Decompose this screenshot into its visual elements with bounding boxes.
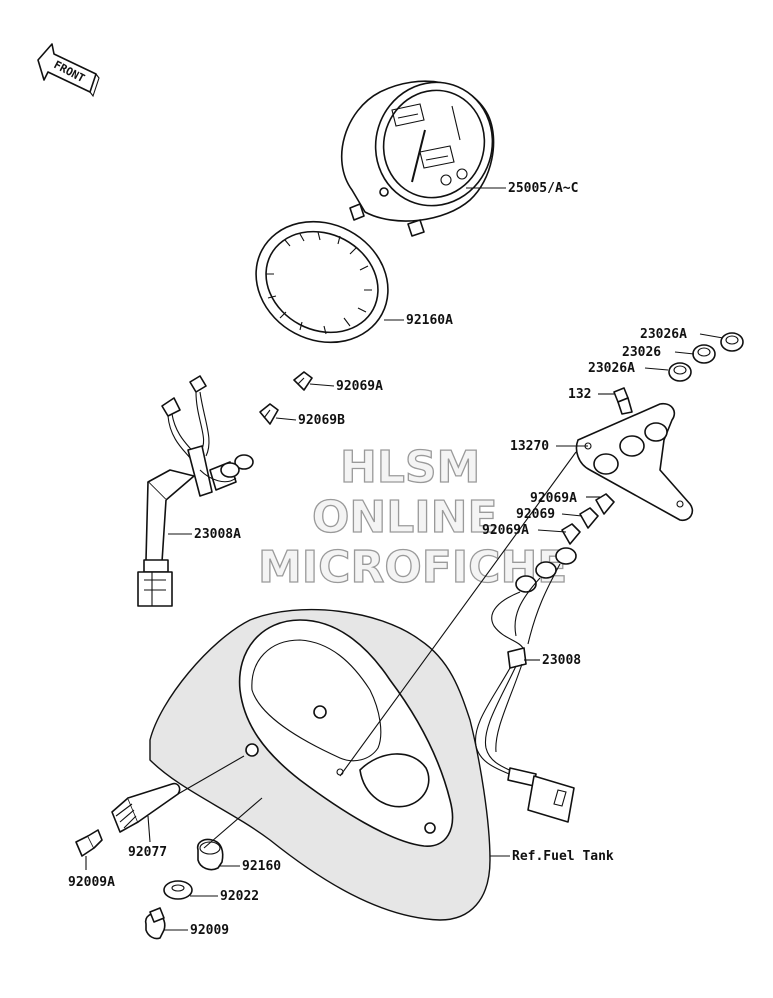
watermark: HLSM ONLINE MICROFICHE <box>257 441 568 593</box>
bulb-92069a <box>293 371 313 391</box>
label-92069a-right-1: 92069A <box>530 491 577 506</box>
screw-132 <box>613 387 633 415</box>
bulbs-right <box>561 493 615 545</box>
indicator-lens-group <box>668 332 744 382</box>
harness-23008a <box>137 375 254 607</box>
speedometer-assembly <box>340 80 495 237</box>
label-92069: 92069 <box>516 507 555 522</box>
label-23026a-top: 23026A <box>640 327 687 342</box>
label-92069a-left: 92069A <box>336 379 383 394</box>
watermark-line-1: HLSM <box>340 442 480 493</box>
front-arrow-icon: FRONT <box>37 43 100 98</box>
label-92160: 92160 <box>242 859 281 874</box>
leader-lines <box>85 187 724 931</box>
watermark-line-2: ONLINE <box>312 492 498 543</box>
bulb-92069b <box>259 403 279 425</box>
washer-92022 <box>163 880 193 900</box>
label-92009: 92009 <box>190 923 229 938</box>
bracket-13270 <box>575 402 694 522</box>
label-23026a-bottom: 23026A <box>588 361 635 376</box>
label-92009a: 92009A <box>68 875 115 890</box>
label-23008a: 23008A <box>194 527 241 542</box>
label-23008: 23008 <box>542 653 581 668</box>
label-ref-fuel-tank: Ref.Fuel Tank <box>512 849 614 864</box>
screw-92009 <box>144 907 166 940</box>
screw-92009a <box>75 829 103 857</box>
label-25005: 25005/A~C <box>508 181 578 196</box>
label-92160a: 92160A <box>406 313 453 328</box>
label-23026: 23026 <box>622 345 661 360</box>
label-92069b: 92069B <box>298 413 345 428</box>
meter-cover <box>149 608 491 921</box>
label-92022: 92022 <box>220 889 259 904</box>
knob-92077 <box>111 782 181 833</box>
grommet-92160 <box>196 838 224 871</box>
label-132: 132 <box>568 387 591 402</box>
part-labels: 25005/A~C 92160A 92069A 92069B 23026A 23… <box>68 181 687 938</box>
watermark-line-3: MICROFICHE <box>258 542 567 593</box>
label-92069a-right-2: 92069A <box>482 523 529 538</box>
label-13270: 13270 <box>510 439 549 454</box>
label-92077: 92077 <box>128 845 167 860</box>
meter-ring <box>255 220 389 344</box>
